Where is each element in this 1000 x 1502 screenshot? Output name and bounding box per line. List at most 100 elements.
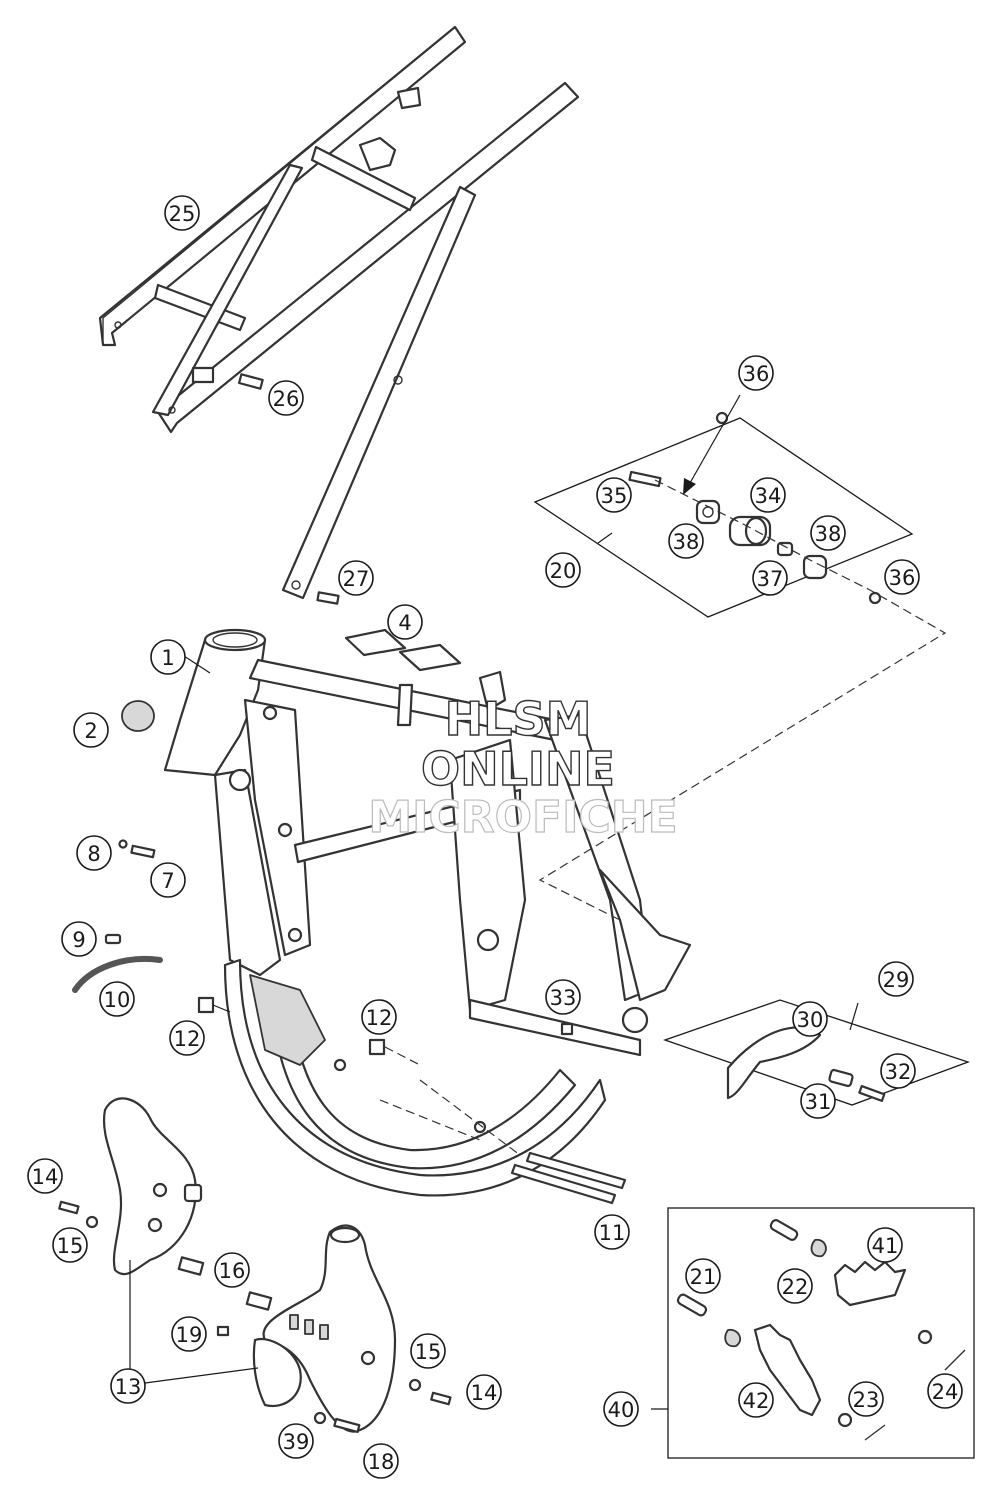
watermark-line2: ONLINE: [421, 742, 615, 796]
callout-c26: 26: [268, 380, 304, 416]
callout-label: 31: [805, 1090, 832, 1114]
callout-circle: [738, 1382, 774, 1418]
callout-c24: 24: [927, 1373, 963, 1409]
kit-29-outline: [663, 999, 970, 1106]
callout-circle: [278, 1423, 314, 1459]
screw-7: [118, 839, 156, 859]
callout-c36a: 36: [738, 355, 774, 391]
callout-circle: [810, 515, 846, 551]
callout-c11: 11: [594, 1214, 630, 1250]
callout-label: 38: [815, 522, 842, 546]
callout-circle: [164, 195, 200, 231]
callout-label: 39: [283, 1430, 310, 1454]
watermark-line1: HLSM: [445, 692, 592, 746]
callout-circle: [792, 1001, 828, 1037]
callout-circle: [61, 921, 97, 957]
callout-circle: [214, 1252, 250, 1288]
callout-label: 9: [72, 928, 85, 952]
callout-circle: [466, 1374, 502, 1410]
watermark-line3: MICROFICHE: [368, 792, 677, 843]
frame-guard-right: [252, 1224, 397, 1433]
callout-circle: [410, 1333, 446, 1369]
callout-c39: 39: [278, 1423, 314, 1459]
callout-circle: [363, 1443, 399, 1479]
callout-c33: 33: [545, 979, 581, 1015]
callout-c12b: 12: [361, 999, 397, 1035]
bolt-11: [510, 1151, 627, 1205]
callout-label: 12: [366, 1006, 393, 1030]
callout-circle: [27, 1158, 63, 1194]
callout-label: 23: [853, 1388, 880, 1412]
bolt-27: [316, 591, 340, 605]
clip-9: [104, 933, 122, 945]
callout-label: 25: [169, 202, 196, 226]
callout-c10: 10: [99, 981, 135, 1017]
callout-c41: 41: [867, 1227, 903, 1263]
callout-c19: 19: [171, 1316, 207, 1352]
callout-c30: 30: [792, 1001, 828, 1037]
callout-c35: 35: [596, 477, 632, 513]
callout-circle: [545, 979, 581, 1015]
callout-c7: 7: [150, 862, 186, 898]
callout-label: 36: [889, 566, 916, 590]
callout-label: 14: [471, 1381, 498, 1405]
bolt-14: [58, 1200, 452, 1406]
callout-c31: 31: [800, 1083, 836, 1119]
callout-circle: [685, 1258, 721, 1294]
subframe-part: [98, 25, 580, 600]
callout-label: 30: [797, 1008, 824, 1032]
callout-c4: 4: [387, 604, 423, 640]
callout-label: 1: [161, 646, 174, 670]
callout-label: 38: [673, 530, 700, 554]
callout-c21: 21: [685, 1258, 721, 1294]
callout-c14a: 14: [27, 1158, 63, 1194]
footpeg-parts: [676, 1219, 966, 1441]
callout-label: 10: [104, 988, 131, 1012]
callout-label: 18: [368, 1450, 395, 1474]
callout-c23: 23: [848, 1381, 884, 1417]
leader-lines: [129, 532, 859, 1410]
callout-label: 24: [932, 1380, 959, 1404]
callout-c42: 42: [738, 1382, 774, 1418]
callout-circle: [594, 1214, 630, 1250]
callout-circle: [867, 1227, 903, 1263]
chain-slider-30: [726, 1026, 822, 1100]
cap-2: [121, 700, 155, 732]
callout-circle: [338, 560, 374, 596]
callout-circle: [878, 961, 914, 997]
callout-label: 22: [782, 1275, 809, 1299]
callout-c29: 29: [878, 961, 914, 997]
callout-c12a: 12: [169, 1020, 205, 1056]
callout-circle: [150, 639, 186, 675]
callout-c38b: 38: [810, 515, 846, 551]
kit-20-outline: [533, 417, 914, 618]
callout-c36b: 36: [884, 559, 920, 595]
callout-circle: [76, 835, 112, 871]
callout-label: 12: [174, 1027, 201, 1051]
callout-label: 37: [757, 567, 784, 591]
bolt-32: [858, 1084, 886, 1102]
callout-circle: [110, 1368, 146, 1404]
callout-circle: [596, 477, 632, 513]
callout-circle: [927, 1373, 963, 1409]
kit-20-dashline: [538, 479, 947, 921]
callout-c34: 34: [750, 477, 786, 513]
callout-c32: 32: [880, 1053, 916, 1089]
callout-c14b: 14: [466, 1374, 502, 1410]
callout-label: 4: [398, 611, 411, 635]
bolt-26: [237, 373, 264, 390]
callout-circle: [752, 560, 788, 596]
callout-c9: 9: [61, 921, 97, 957]
callout-label: 42: [743, 1389, 770, 1413]
callout-c20: 20: [545, 552, 581, 588]
callout-label: 27: [343, 567, 370, 591]
callout-c40: 40: [603, 1391, 639, 1427]
callout-circle: [52, 1227, 88, 1263]
callout-circle: [603, 1391, 639, 1427]
hose-10: [72, 956, 163, 993]
callout-circle: [171, 1316, 207, 1352]
callout-circle: [361, 999, 397, 1035]
callout-label: 41: [872, 1234, 899, 1258]
callout-c25: 25: [164, 195, 200, 231]
